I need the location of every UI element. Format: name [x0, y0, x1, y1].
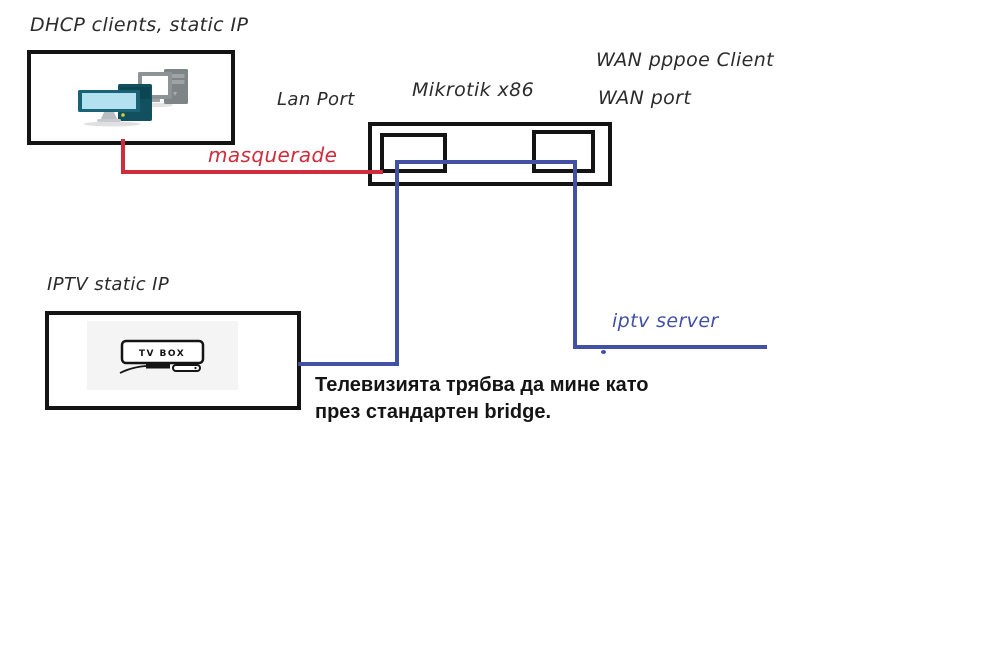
- iptv-line-from-tvbox: [298, 362, 399, 366]
- iptv-line-stray-dot: [601, 350, 606, 354]
- bridge-note-line1: Телевизията трябва да мине като: [315, 374, 649, 396]
- iptv-line-through-router: [395, 160, 577, 164]
- iptv-static-label: IPTV static IP: [47, 274, 170, 295]
- masquerade-line-horizontal: [121, 170, 383, 174]
- tv-box-label: TV BOX: [139, 349, 185, 359]
- lan-port-label: Lan Port: [277, 89, 355, 110]
- iptv-server-label: iptv server: [612, 310, 719, 332]
- wan-pppoe-client-label: WAN pppoe Client: [596, 49, 775, 71]
- tv-set-top-box-icon: TV BOX: [112, 334, 207, 379]
- iptv-line-to-server: [573, 345, 767, 349]
- iptv-line-right-vertical: [573, 160, 577, 349]
- router-box: [368, 122, 612, 186]
- desktop-computers-icon: [70, 68, 195, 128]
- dhcp-clients-box: [27, 50, 235, 145]
- lan-port-box: [380, 133, 447, 173]
- iptv-line-left-vertical: [395, 160, 399, 366]
- router-label: Mikrotik x86: [412, 79, 535, 101]
- dhcp-clients-label: DHCP clients, static IP: [30, 14, 249, 36]
- masquerade-label: masquerade: [208, 143, 338, 167]
- bridge-note-line2: през стандартен bridge.: [315, 401, 552, 423]
- wan-port-label: WAN port: [598, 87, 692, 109]
- masquerade-line-vertical: [121, 139, 125, 174]
- iptv-box: [45, 311, 301, 410]
- wan-port-box: [532, 130, 595, 173]
- bridge-note: Телевизията трябва да мине като през ста…: [315, 372, 655, 426]
